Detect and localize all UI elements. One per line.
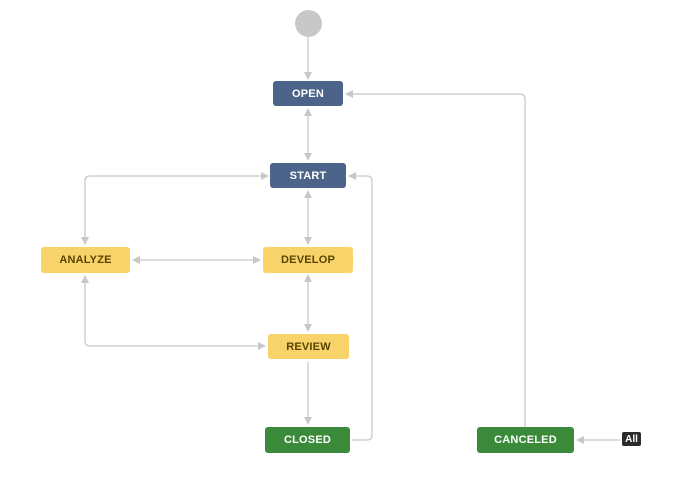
transition-closed-start [348,172,373,441]
transition-analyze-review [81,275,266,350]
initial-state-circle [295,10,322,37]
status-review[interactable]: REVIEW [268,334,349,359]
status-develop[interactable]: DEVELOP [263,247,353,273]
status-closed[interactable]: CLOSED [265,427,350,453]
status-analyze[interactable]: ANALYZE [41,247,130,273]
transition-analyze-start [81,172,269,245]
all-transitions-badge[interactable]: All [622,432,641,446]
transition-canceled-open [345,90,526,427]
status-canceled[interactable]: CANCELED [477,427,574,453]
status-start[interactable]: START [270,163,346,188]
status-open[interactable]: OPEN [273,81,343,106]
